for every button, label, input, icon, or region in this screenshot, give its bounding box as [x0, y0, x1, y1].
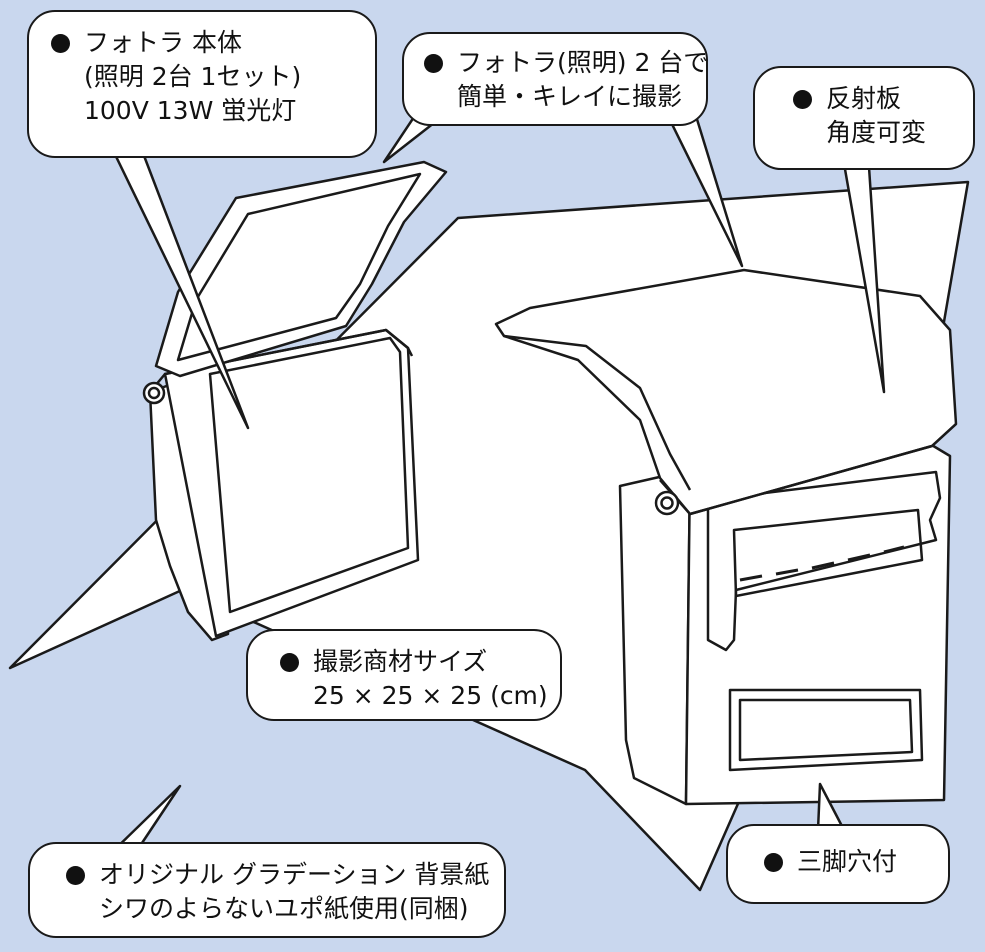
right-unit-reflector-edge — [503, 334, 692, 491]
callout-two-units: フォトラ(照明) 2 台で 簡単・キレイに撮影 — [402, 32, 708, 126]
left-unit-reflector-inner — [176, 172, 422, 362]
right-unit-window — [706, 470, 942, 652]
background-paper-line2: シワのよらないユポ紙使用(同梱) — [99, 894, 469, 923]
fotora-body-line1: フォトラ 本体 — [84, 28, 242, 57]
object-size-line2: 25 × 25 × 25 (cm) — [313, 681, 548, 710]
callout-object-size: 撮影商材サイズ 25 × 25 × 25 (cm) — [246, 629, 562, 721]
bullet-icon — [66, 866, 85, 885]
bullet-icon — [424, 54, 443, 73]
right-unit-upper-window — [732, 508, 924, 598]
reflector-line1: 反射板 — [826, 84, 902, 113]
left-unit-frame — [149, 328, 414, 393]
right-unit-dashes — [739, 545, 905, 582]
bullet-icon — [280, 653, 299, 672]
left-unit-front-inner — [208, 336, 410, 614]
left-unit-reflector — [154, 160, 448, 378]
object-size-line1: 撮影商材サイズ — [313, 647, 488, 676]
right-unit-side-panel — [618, 468, 692, 806]
callout-tripod: 三脚穴付 — [726, 824, 950, 904]
right-light-unit — [494, 268, 958, 806]
bullet-icon — [51, 34, 70, 53]
fotora-body-line2: (照明 2台 1セット) — [84, 62, 302, 91]
right-unit-hinge — [654, 490, 680, 516]
fotora-body-line3: 100V 13W 蛍光灯 — [84, 96, 297, 125]
background-paper-line1: オリジナル グラデーション 背景紙 — [99, 860, 490, 889]
bullet-icon — [764, 853, 783, 872]
left-unit-hinge — [142, 381, 166, 405]
left-light-unit — [142, 160, 448, 642]
callout-fotora-body: フォトラ 本体 (照明 2台 1セット) 100V 13W 蛍光灯 — [27, 10, 377, 158]
bullet-icon — [793, 90, 812, 109]
two-units-line2: 簡単・キレイに撮影 — [457, 82, 683, 111]
right-unit-lower-window-inner — [738, 698, 914, 762]
tripod-line1: 三脚穴付 — [797, 847, 898, 876]
reflector-line2: 角度可変 — [826, 118, 927, 147]
callout-background-paper: オリジナル グラデーション 背景紙 シワのよらないユポ紙使用(同梱) — [28, 842, 506, 938]
callout-reflector: 反射板 角度可変 — [753, 66, 975, 170]
two-units-line1: フォトラ(照明) 2 台で — [457, 48, 709, 77]
right-unit-lower-window — [728, 688, 924, 772]
